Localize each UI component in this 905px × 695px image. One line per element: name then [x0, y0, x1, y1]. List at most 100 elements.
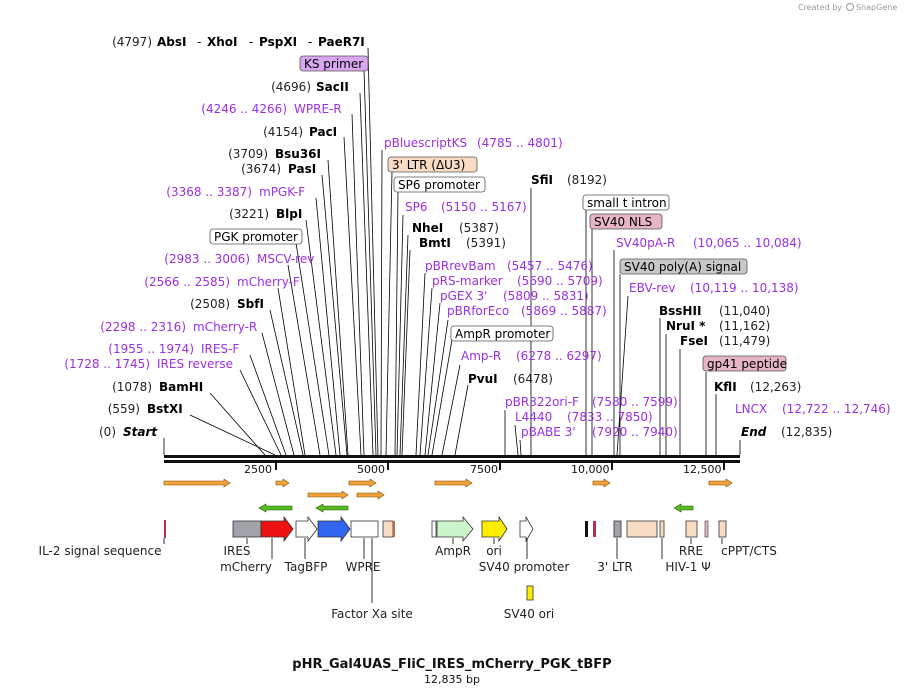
- enzyme-separator: -: [308, 35, 312, 49]
- label-box: [702, 355, 787, 372]
- map-title: pHR_Gal4UAS_FliC_IRES_mCherry_PGK_tBFP: [292, 657, 611, 672]
- enzyme-separator: -: [249, 35, 253, 49]
- feature-sv40-nls: SV40 NLS: [594, 215, 652, 229]
- enzyme-bmti: BmtI: [419, 236, 451, 250]
- small-t-intron-feature: [585, 521, 588, 537]
- ruler-tick-label: 2500: [244, 463, 272, 476]
- primer-amp-r: Amp-R: [461, 349, 501, 363]
- feature-3-ltr-du3: 3' LTR (ΔU3): [392, 158, 465, 172]
- site-position: (3674): [241, 162, 281, 176]
- label-sv40-promoter: SV40 promoter: [479, 560, 570, 574]
- enzyme-fsei: FseI: [680, 334, 708, 348]
- site-position: (12,835): [781, 425, 832, 439]
- leader-lines: [163, 47, 741, 456]
- feature-ampr-promoter: AmpR promoter: [455, 327, 550, 341]
- enzyme-sbfi: SbfI: [237, 297, 264, 311]
- boxed-feature-labels: KS primer 3' LTR (ΔU3) SP6 promoter PGK …: [209, 55, 787, 372]
- site-position: (5869 .. 5887): [521, 304, 607, 318]
- site-position: (6478): [513, 372, 553, 386]
- enzyme-bstxi: BstXI: [147, 402, 183, 416]
- primer-arrow: [163, 478, 231, 488]
- site-position: (2298 .. 2316): [100, 320, 186, 334]
- enzyme-bsu36i: Bsu36I: [275, 147, 321, 161]
- credit-brand: SnapGene: [856, 3, 897, 12]
- enzyme-kfli: KflI: [714, 380, 737, 394]
- primer-pbluescriptks: pBluescriptKS: [384, 136, 467, 150]
- primer-l4440: L4440: [515, 410, 552, 424]
- label-il2-signal: IL-2 signal sequence: [39, 544, 162, 558]
- ltr-du3-feature: [382, 520, 394, 538]
- il2-signal-feature: [164, 520, 166, 538]
- tagbfp-linker-feature: [295, 515, 318, 543]
- wpre-feature: [350, 520, 379, 538]
- primer-prs-marker: pRS-marker: [432, 274, 503, 288]
- primer-pgex-3: pGEX 3': [440, 289, 487, 303]
- primer-pbrrevbam: pBRrevBam: [425, 259, 496, 273]
- feature-sp6-promoter: SP6 promoter: [398, 178, 480, 192]
- primer-arrow: [275, 478, 290, 488]
- label-ampr: AmpR: [435, 544, 471, 558]
- sequence-backbone: [164, 455, 740, 463]
- top-enzyme-group: (4797) AbsI - XhoI - PspXI - PaeR7I: [112, 35, 365, 49]
- site-position: (4696): [271, 80, 311, 94]
- end-label: End: [741, 425, 767, 439]
- ampr-promoter-feature: [431, 520, 437, 538]
- primer-arrow: [434, 478, 473, 488]
- 3-ltr-feature: [626, 520, 658, 538]
- label-3-ltr: 3' LTR: [597, 560, 632, 574]
- site-position: (7920 .. 7940): [592, 425, 678, 439]
- ruler-tick-label: 10,000: [571, 463, 610, 476]
- enzyme-pasi: PasI: [288, 162, 316, 176]
- primer-arrow: [708, 478, 733, 488]
- primer-arrow: [592, 478, 611, 488]
- site-position: (3221): [229, 207, 269, 221]
- site-position: (4154): [263, 125, 303, 139]
- enzyme-paci: PacI: [309, 125, 337, 139]
- ori-feature: [481, 515, 508, 543]
- backbone-strand-bottom: [164, 460, 740, 463]
- site-position: (4246 .. 4266): [201, 102, 287, 116]
- site-position: (2983 .. 3006): [164, 252, 250, 266]
- primer-wpre-r: WPRE-R: [294, 102, 342, 116]
- primer-arrow: [307, 490, 349, 500]
- primer-arrows: [163, 478, 733, 513]
- ruler-tick-label: 5000: [357, 463, 385, 476]
- label-box: [582, 194, 670, 211]
- start-label: Start: [123, 425, 158, 439]
- label-tagbfp: TagBFP: [284, 560, 328, 574]
- label-factor-xa: Factor Xa site: [331, 607, 413, 621]
- enzyme-paer7i: PaeR7I: [318, 35, 365, 49]
- site-position: (5387): [459, 221, 499, 235]
- enzyme-xhoi: XhoI: [207, 35, 238, 49]
- primer-pbabe-3: pBABE 3': [521, 425, 576, 439]
- sp6-feature: [393, 521, 395, 537]
- label-ori: ori: [486, 544, 502, 558]
- site-position: (5457 .. 5476): [507, 259, 593, 273]
- primer-lncx: LNCX: [735, 402, 767, 416]
- site-position: (7833 .. 7850): [567, 410, 653, 424]
- sv40-ori-feature: [526, 585, 534, 601]
- primer-arrow: [348, 478, 377, 488]
- enzyme-nrui: NruI *: [666, 319, 706, 333]
- site-position: (5809 .. 5831): [503, 289, 589, 303]
- enzyme-separator: -: [197, 35, 201, 49]
- primer-sv40pa-r: SV40pA-R: [616, 236, 675, 250]
- left-site-labels: (4696) SacII (4246 .. 4266) WPRE-R (4154…: [64, 80, 349, 439]
- site-position: (11,040): [719, 304, 770, 318]
- sequence-length: 12,835 bp: [424, 673, 480, 686]
- site-position: (0): [99, 425, 116, 439]
- ruler-tick-label: 7500: [470, 463, 498, 476]
- label-box: [450, 325, 554, 342]
- site-position: (4785 .. 4801): [477, 136, 563, 150]
- site-position: (3709): [228, 147, 268, 161]
- ruler-tick-label: 12,500: [683, 463, 722, 476]
- site-position: (3368 .. 3387): [166, 185, 252, 199]
- enzyme-pvui: PvuI: [468, 372, 498, 386]
- sv40-nls-feature: [593, 521, 596, 537]
- label-cppt-cts: cPPT/CTS: [721, 544, 777, 558]
- site-position: (12,722 .. 12,746): [782, 402, 891, 416]
- primer-pbr322ori-f: pBR322ori-F: [505, 395, 579, 409]
- primer-arrow-reverse: [258, 503, 293, 513]
- primer-ires-f: IRES-F: [201, 342, 239, 356]
